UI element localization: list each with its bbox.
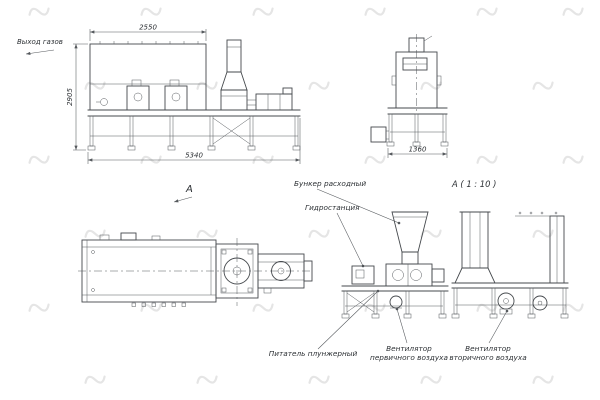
view-a-arrow	[173, 196, 193, 203]
watermark-pattern	[27, 3, 586, 389]
section-a-title: A ( 1 : 10 )	[451, 179, 496, 189]
secondary-fan-label-line2: вторичного воздуха	[449, 353, 526, 362]
view-plan	[78, 232, 313, 307]
dim-height-value: 2905	[66, 88, 74, 106]
view-a-marker: A	[173, 184, 193, 203]
hydrostation-unit	[351, 265, 375, 285]
view-a-letter: A	[185, 184, 193, 195]
hydrostation-label: Гидростанция	[305, 203, 360, 212]
side-unit	[255, 87, 293, 111]
dim-length-value: 5340	[185, 152, 203, 160]
dim-top-value: 2550	[139, 24, 157, 32]
view-detail-feeder	[341, 211, 449, 319]
primary-fan-label-line2: первичного воздуха	[370, 353, 448, 362]
gas-outlet-arrow	[25, 49, 55, 56]
primary-fan-leader	[396, 308, 408, 344]
dim-end-width-value: 1360	[409, 146, 427, 154]
hopper-leader	[316, 188, 400, 224]
secondary-fan	[497, 292, 515, 310]
hydrostation-leader	[336, 212, 364, 267]
view-side-elevation: Выход газов	[17, 24, 301, 164]
secondary-fan-leader	[488, 310, 508, 344]
side-box	[370, 126, 387, 143]
bottom-callouts: Питатель плунжерный Вентилятор первичног…	[269, 289, 527, 362]
dimension-end-width: 1360	[387, 146, 448, 158]
machine-body	[89, 41, 207, 111]
hopper-funnel	[391, 211, 429, 253]
feeder-leader	[317, 290, 379, 350]
gas-outlet-label: Выход газов	[17, 38, 63, 46]
view-end-elevation: 1360	[370, 34, 449, 158]
feeder-label: Питатель плунжерный	[269, 349, 358, 358]
primary-fan-label-line1: Вентилятор	[386, 344, 432, 353]
section-tower	[461, 211, 489, 269]
dimension-overall-length: 5340	[87, 118, 301, 164]
hopper-label: Бункер расходный	[294, 179, 366, 188]
secondary-fan-label-line1: Вентилятор	[465, 344, 511, 353]
feeder-housing	[385, 263, 433, 287]
plan-right-section	[215, 238, 259, 306]
chimney-stack	[220, 39, 256, 111]
view-section-a	[451, 211, 569, 319]
callout-labels: Бункер расходный Гидростанция	[294, 179, 401, 268]
dimension-overall-height: 2905	[66, 43, 88, 151]
support-frame	[87, 109, 301, 151]
plan-extension	[257, 253, 313, 294]
dimension-overall-top: 2550	[89, 24, 207, 41]
